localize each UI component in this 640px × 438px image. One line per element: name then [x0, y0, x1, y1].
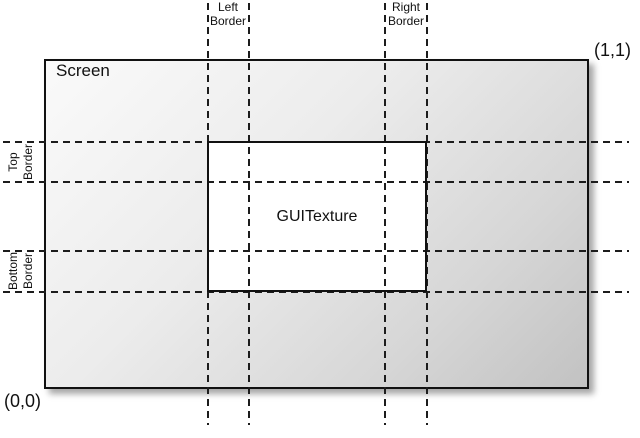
- bottom-border-guide-line-upper: [3, 250, 629, 252]
- screen-label: Screen: [56, 61, 110, 80]
- left-border-label: Left Border: [197, 0, 259, 28]
- left-border-label-line1: Left: [217, 0, 238, 14]
- right-border-guide-line-outer: [426, 3, 428, 425]
- origin-coordinate-label: (0,0): [4, 391, 42, 411]
- top-border-label: Top Border: [6, 131, 36, 193]
- bottom-border-label-line1: Bottom: [6, 252, 20, 291]
- top-border-guide-line-lower: [3, 181, 629, 183]
- top-right-coordinate-label: (1,1): [594, 40, 632, 60]
- top-border-label-line1: Top: [6, 152, 20, 172]
- bottom-border-label: Bottom Border: [6, 240, 36, 302]
- left-border-label-line2: Border: [209, 14, 247, 28]
- bottom-border-guide-line-lower: [3, 291, 629, 293]
- top-border-label-line2: Border: [21, 143, 35, 181]
- right-border-label-line1: Right: [391, 0, 420, 14]
- guitexture-label: GUITexture: [273, 207, 361, 226]
- left-border-guide-line-inner: [248, 3, 250, 425]
- right-border-label: Right Border: [375, 0, 437, 28]
- right-border-guide-line-inner: [384, 3, 386, 425]
- guitexture-rect: GUITexture: [207, 141, 427, 292]
- right-border-label-line2: Border: [387, 14, 425, 28]
- bottom-border-label-line2: Border: [21, 252, 35, 290]
